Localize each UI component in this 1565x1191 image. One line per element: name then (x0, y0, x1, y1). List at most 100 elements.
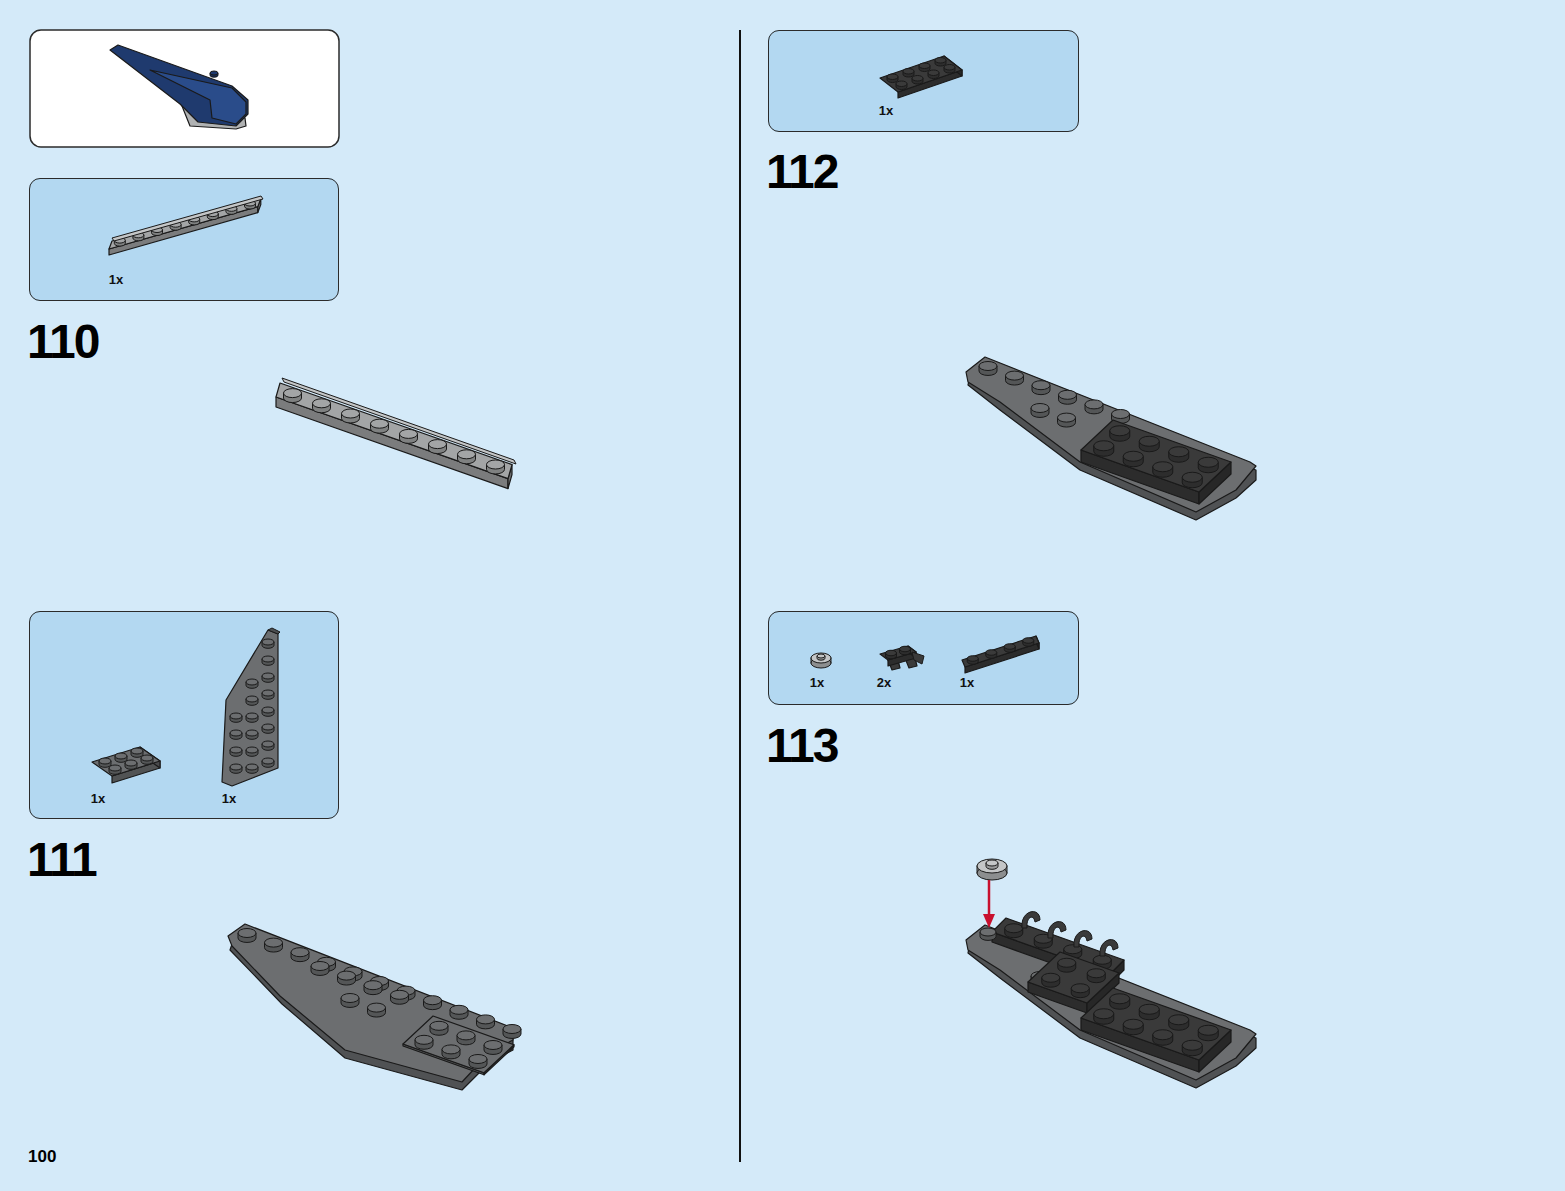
stud-top (1071, 984, 1089, 993)
stud-top (341, 994, 359, 1003)
step-number: 113 (766, 719, 837, 772)
stud-top (262, 673, 274, 679)
stud-top (115, 753, 127, 759)
stud-top (450, 1005, 468, 1014)
stud-top (262, 724, 274, 730)
panel-fill (29, 178, 339, 301)
tile-top (811, 653, 831, 663)
panel-fill (768, 30, 1079, 132)
stud-top (210, 71, 218, 75)
quantity-holder: 1x (109, 270, 123, 288)
brick-face (150, 70, 246, 124)
stud-top (1031, 404, 1049, 413)
stud-top (1094, 441, 1114, 451)
stud-top (1110, 426, 1130, 436)
stud-top (131, 748, 143, 754)
brick-face (276, 383, 512, 479)
stud-top (896, 81, 907, 87)
quantity-holder: 1x (222, 789, 236, 807)
part-quantity: 1x (960, 675, 974, 690)
parts-callout-box: 1x (29, 178, 339, 301)
stud-top (1112, 410, 1130, 419)
stud-top (935, 58, 946, 64)
stud-top (886, 650, 897, 656)
brick-face (92, 747, 160, 776)
step-number: 112 (766, 145, 837, 198)
stud-top (1087, 969, 1105, 978)
quantity-holder: 1x (91, 789, 105, 807)
stud-top (284, 389, 302, 398)
stud-top (246, 747, 258, 753)
panel-fill (768, 611, 1079, 705)
stud-top (400, 429, 418, 438)
stud-top (986, 860, 998, 866)
quantity-holder: 1x (960, 673, 974, 691)
part-quantity: 1x (109, 272, 123, 287)
stud-top (246, 764, 258, 770)
stud-top (1023, 638, 1034, 644)
label-holder: 111 (27, 836, 96, 884)
stud-top (1110, 994, 1130, 1004)
brick-face (112, 196, 263, 241)
stud-top (1169, 447, 1189, 457)
brick-face (403, 1016, 514, 1073)
part-quantity: 1x (222, 791, 236, 806)
stud-top (429, 440, 447, 449)
label-holder: 113 (766, 722, 837, 770)
stud-top (430, 1021, 448, 1030)
arrow-head (983, 914, 995, 928)
stud-top (1006, 371, 1024, 380)
parts-callout-box: 1x (768, 30, 1079, 132)
stud-top (246, 696, 258, 702)
stud-top (364, 981, 382, 990)
stud-top (1153, 462, 1173, 472)
stud-top (1182, 472, 1202, 482)
stud-top (368, 1003, 386, 1012)
stud-top (469, 1055, 487, 1064)
part-quantity: 1x (91, 791, 105, 806)
stud-top (262, 639, 274, 645)
stud-top (230, 764, 242, 770)
clip (1048, 922, 1066, 938)
stud-top (141, 755, 153, 761)
stud-top (919, 63, 930, 69)
stud-top (1139, 1004, 1159, 1014)
page-number: 100 (28, 1147, 56, 1166)
brick-face (966, 357, 1256, 512)
stud-top (903, 69, 914, 75)
stud-top (1169, 1015, 1189, 1025)
stud-top (1094, 1009, 1114, 1019)
stud-top (986, 650, 997, 656)
brick-face (276, 397, 508, 489)
stud-top (230, 713, 242, 719)
stud-top (1093, 955, 1111, 964)
stud-top (125, 760, 137, 766)
stud-top (457, 1031, 475, 1040)
stud-top (1123, 451, 1143, 461)
stud-top (262, 741, 274, 747)
panel-fill (30, 30, 339, 147)
brick-face (966, 925, 1256, 1080)
stud-top (487, 460, 505, 469)
brick-face (268, 628, 280, 634)
stud-top (928, 70, 939, 76)
stud-top (967, 656, 978, 662)
stud-top (458, 450, 476, 459)
stud-top (1032, 381, 1050, 390)
quantity-holder: 1x (879, 101, 893, 119)
brick-face (880, 56, 962, 92)
tile-top (977, 859, 1007, 873)
clip (1074, 931, 1092, 947)
stud-top (246, 679, 258, 685)
stud-top (912, 76, 923, 82)
stud-top (265, 938, 283, 947)
stud-top (230, 730, 242, 736)
stud-top (980, 928, 996, 936)
label-holder: 112 (766, 148, 837, 196)
stud-top (371, 419, 389, 428)
stud-top (1004, 644, 1015, 650)
stud-top (262, 656, 274, 662)
clip (1100, 940, 1118, 956)
stud-top (1042, 973, 1060, 982)
